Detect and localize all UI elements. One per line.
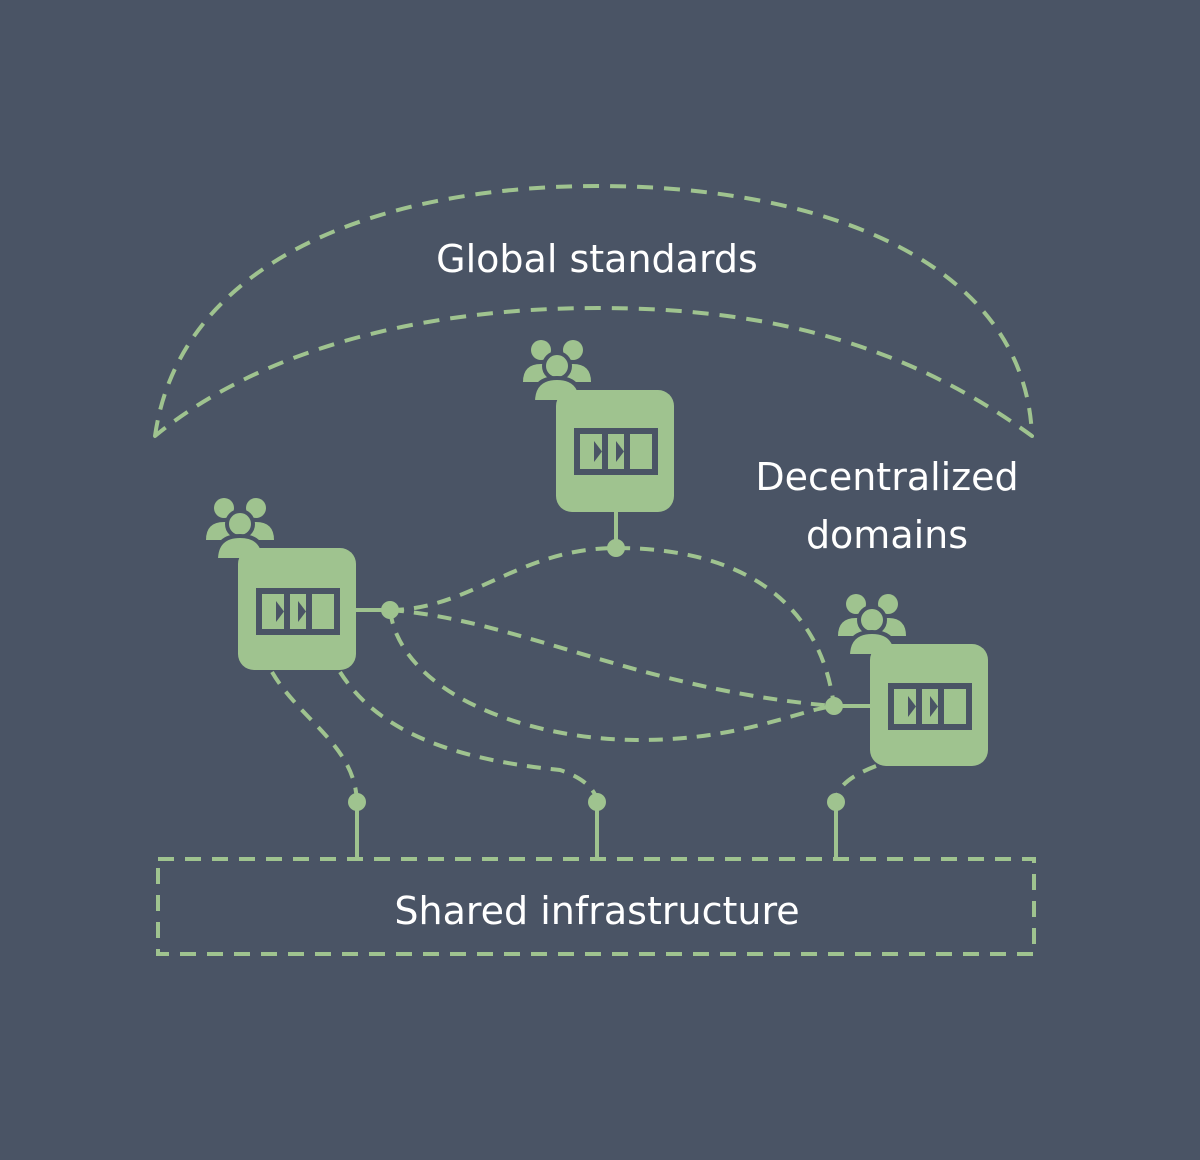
- link-left-to-right-upper: [389, 608, 835, 708]
- connector-dot: [348, 793, 366, 811]
- shared-infrastructure-text: Shared infrastructure: [394, 889, 800, 933]
- domain-node-top: [521, 338, 674, 512]
- global-standards-label: Global standards: [0, 230, 1200, 288]
- global-standards-boundary: [153, 184, 1034, 438]
- data-pipeline-icon: [256, 588, 340, 635]
- link-left-to-right-lower: [388, 609, 835, 743]
- connector-dot: [607, 539, 625, 557]
- link-top-to-right: [615, 546, 836, 707]
- connector-dot: [588, 793, 606, 811]
- link-left-to-infra-b: [338, 670, 599, 803]
- link-left-to-infra-a: [270, 670, 359, 803]
- data-pipeline-icon: [888, 683, 972, 730]
- data-pipeline-icon: [574, 428, 658, 475]
- connector-dot: [827, 793, 845, 811]
- link-left-to-top: [389, 546, 617, 612]
- shared-infrastructure-label: Shared infrastructure: [158, 882, 1036, 940]
- decentralized-line-1: Decentralized: [755, 455, 1019, 499]
- decentralized-domains-label: Decentralized domains: [740, 448, 1034, 564]
- decentralized-line-2: domains: [805, 513, 969, 557]
- domain-node-right: [836, 592, 988, 766]
- domain-node-left: [204, 496, 356, 670]
- connector-dot: [381, 601, 399, 619]
- connector-dot: [825, 697, 843, 715]
- global-standards-text: Global standards: [436, 237, 758, 281]
